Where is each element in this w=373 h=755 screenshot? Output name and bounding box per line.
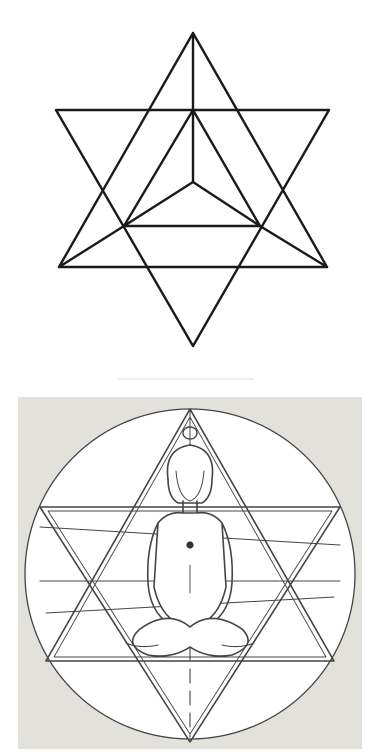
meditating-figure-in-star-tetrahedron: [18, 397, 362, 749]
inner-edge: [59, 226, 124, 267]
star-tetrahedron-diagram: [0, 0, 373, 380]
inner-edge: [193, 182, 260, 226]
meditation-illustration-svg: [18, 397, 362, 749]
inner-edge: [124, 110, 193, 226]
head: [167, 445, 212, 503]
heart-chakra: [186, 541, 193, 548]
inner-edge: [193, 110, 260, 226]
inner-edge: [124, 182, 193, 226]
inner-edge: [260, 226, 327, 267]
divider-line: [118, 378, 254, 380]
star-tetrahedron-svg: [0, 0, 373, 380]
